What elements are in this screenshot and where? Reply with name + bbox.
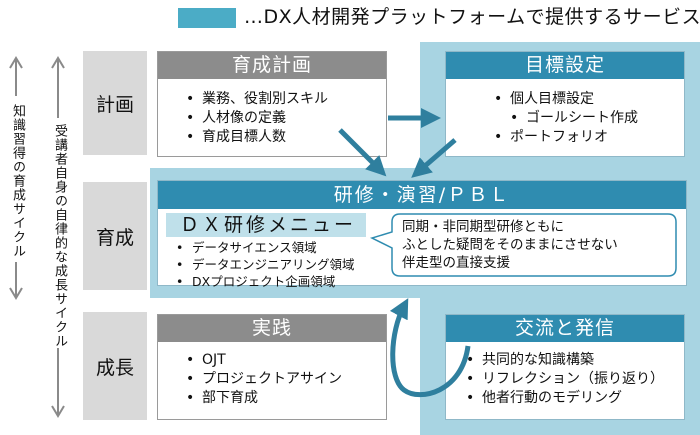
list-item: ゴールシート作成: [494, 109, 638, 128]
row-label-grow: 成長: [83, 312, 147, 420]
plan-box-title: 育成計画: [158, 52, 386, 79]
list-item: 人材像の定義: [186, 109, 328, 128]
arrow-cycle-loop: [389, 298, 471, 398]
list-item: 育成目標人数: [186, 128, 328, 147]
practice-box: 実践 OJT プロジェクトアサイン 部下育成: [157, 314, 387, 420]
callout-line: 同期・非同期型研修ともに: [402, 219, 564, 235]
list-item: 部下育成: [186, 389, 342, 408]
row-label-train: 育成: [83, 182, 147, 290]
list-item: リフレクション（振り返り）: [466, 370, 664, 389]
left-cycle-label: 知識習得の育成サイクル: [10, 104, 25, 258]
list-item: プロジェクトアサイン: [186, 370, 342, 389]
legend-swatch: [178, 8, 236, 28]
dx-menu-title: ＤＸ研修メニュー: [166, 213, 366, 237]
plan-box-list: 業務、役割別スキル 人材像の定義 育成目標人数: [186, 90, 328, 147]
list-item: DXプロジェクト企画領域: [176, 273, 355, 290]
list-item: 個人目標設定: [494, 90, 638, 109]
callout-line: 伴走型の直接支援: [402, 255, 510, 271]
list-item: 共同的な知識構築: [466, 351, 664, 370]
list-item: 他者行動のモデリング: [466, 389, 664, 408]
callout-text: 同期・非同期型研修ともに ふとした疑問をそのままにさせない 伴走型の直接支援: [402, 218, 618, 272]
arrow-plan-to-training: [338, 128, 387, 177]
list-item: データエンジニアリング領域: [176, 256, 355, 273]
exchange-box-title: 交流と発信: [446, 315, 684, 342]
arrow-goal-to-training: [411, 138, 457, 178]
list-item: OJT: [186, 351, 342, 370]
dx-menu-list: データサイエンス領域 データエンジニアリング領域 DXプロジェクト企画領域: [176, 239, 355, 290]
row-label-plan: 計画: [83, 51, 147, 155]
plan-box: 育成計画 業務、役割別スキル 人材像の定義 育成目標人数: [157, 51, 387, 157]
list-item: 業務、役割別スキル: [186, 90, 328, 109]
list-item: ポートフォリオ: [494, 128, 638, 147]
goal-box-list: 個人目標設定 ゴールシート作成 ポートフォリオ: [494, 90, 638, 147]
callout-line: ふとした疑問をそのままにさせない: [402, 237, 618, 253]
exchange-box: 交流と発信 共同的な知識構築 リフレクション（振り返り） 他者行動のモデリング: [445, 314, 685, 420]
list-item: データサイエンス領域: [176, 239, 355, 256]
practice-box-list: OJT プロジェクトアサイン 部下育成: [186, 351, 342, 408]
goal-box: 目標設定 個人目標設定 ゴールシート作成 ポートフォリオ: [445, 51, 685, 157]
legend-text: …DX人材開発プラットフォームで提供するサービス: [244, 6, 700, 28]
right-cycle-label: 受講者自身の自律的な成長サイクル: [52, 124, 67, 348]
goal-box-title: 目標設定: [446, 52, 684, 79]
practice-box-title: 実践: [158, 315, 386, 342]
training-title: 研修・演習/ＰＢＬ: [158, 181, 686, 209]
exchange-box-list: 共同的な知識構築 リフレクション（振り返り） 他者行動のモデリング: [466, 351, 664, 408]
